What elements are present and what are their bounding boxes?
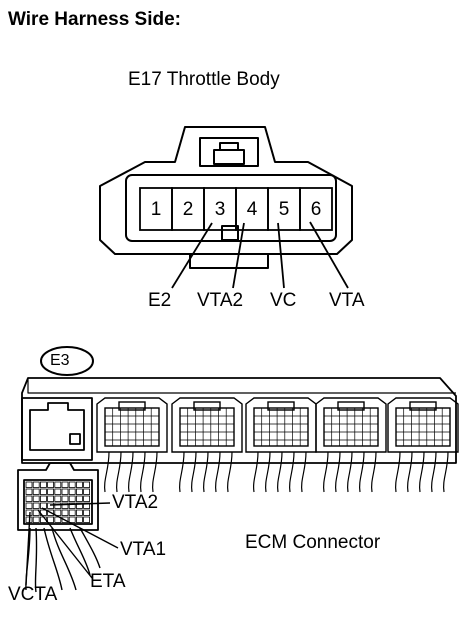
pin-number-2: 2 — [183, 199, 194, 220]
pin-number-1: 1 — [151, 199, 162, 220]
leader-ecm-vcta — [25, 511, 31, 586]
pin-number-3: 3 — [215, 199, 226, 220]
pin-number-6: 6 — [311, 199, 322, 220]
leader-vta2 — [232, 222, 245, 289]
leader-ecm-vta1 — [41, 507, 119, 549]
heading: Wire Harness Side: — [8, 9, 182, 30]
leader-ecm-eta — [37, 509, 93, 579]
pin-number-5: 5 — [279, 199, 290, 220]
ecm-callout-vcta: VCTA — [8, 584, 58, 605]
pin-number-4: 4 — [247, 199, 258, 220]
callout-vc: VC — [270, 290, 297, 311]
ecm-block-5 — [387, 397, 459, 493]
throttle-connector-latch — [199, 137, 259, 167]
ecm-callout-eta: ETA — [90, 571, 126, 592]
leader-vta — [309, 221, 349, 289]
throttle-connector-housing — [99, 126, 353, 255]
leader-ecm-vta2 — [49, 502, 111, 506]
ecm-connector-outline — [21, 377, 457, 464]
callout-vta2: VTA2 — [197, 290, 244, 311]
ecm-callout-vta2: VTA2 — [112, 492, 159, 513]
leader-e2 — [171, 222, 213, 289]
callout-vta: VTA — [329, 290, 365, 311]
ecm-connector-label: ECM Connector — [245, 532, 381, 553]
leader-vc — [277, 222, 285, 289]
pin-cell-6 — [299, 187, 333, 231]
ecm-callout-vta1: VTA1 — [120, 539, 167, 560]
e3-badge — [40, 346, 94, 376]
e3-badge-label: E3 — [50, 352, 70, 369]
ecm-left-block — [21, 397, 93, 461]
callout-e2: E2 — [148, 290, 172, 311]
ecm-block-1 — [96, 397, 168, 493]
ecm-block-3 — [245, 397, 317, 493]
ecm-block-4 — [315, 397, 387, 493]
throttle-body-label: E17 Throttle Body — [128, 69, 280, 90]
ecm-block-2 — [171, 397, 243, 493]
